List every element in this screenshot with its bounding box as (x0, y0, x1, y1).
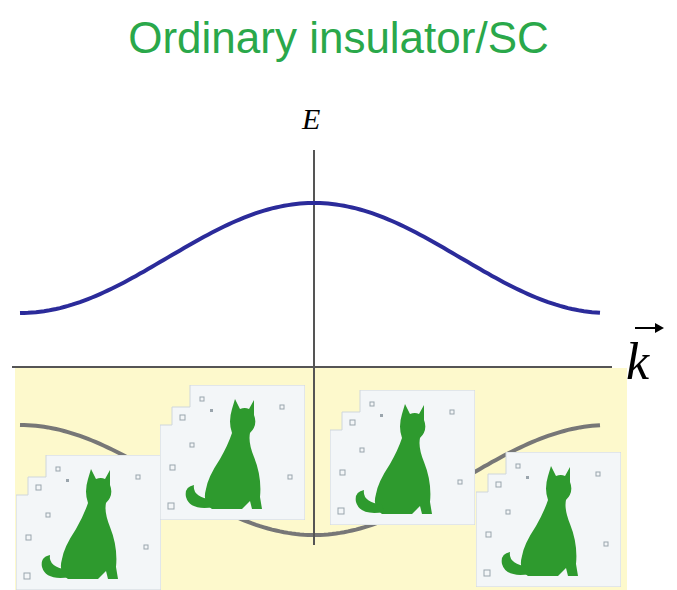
slide-title: Ordinary insulator/SC (0, 16, 677, 60)
axis-label: k (626, 336, 649, 388)
axis-label: E (302, 104, 320, 134)
